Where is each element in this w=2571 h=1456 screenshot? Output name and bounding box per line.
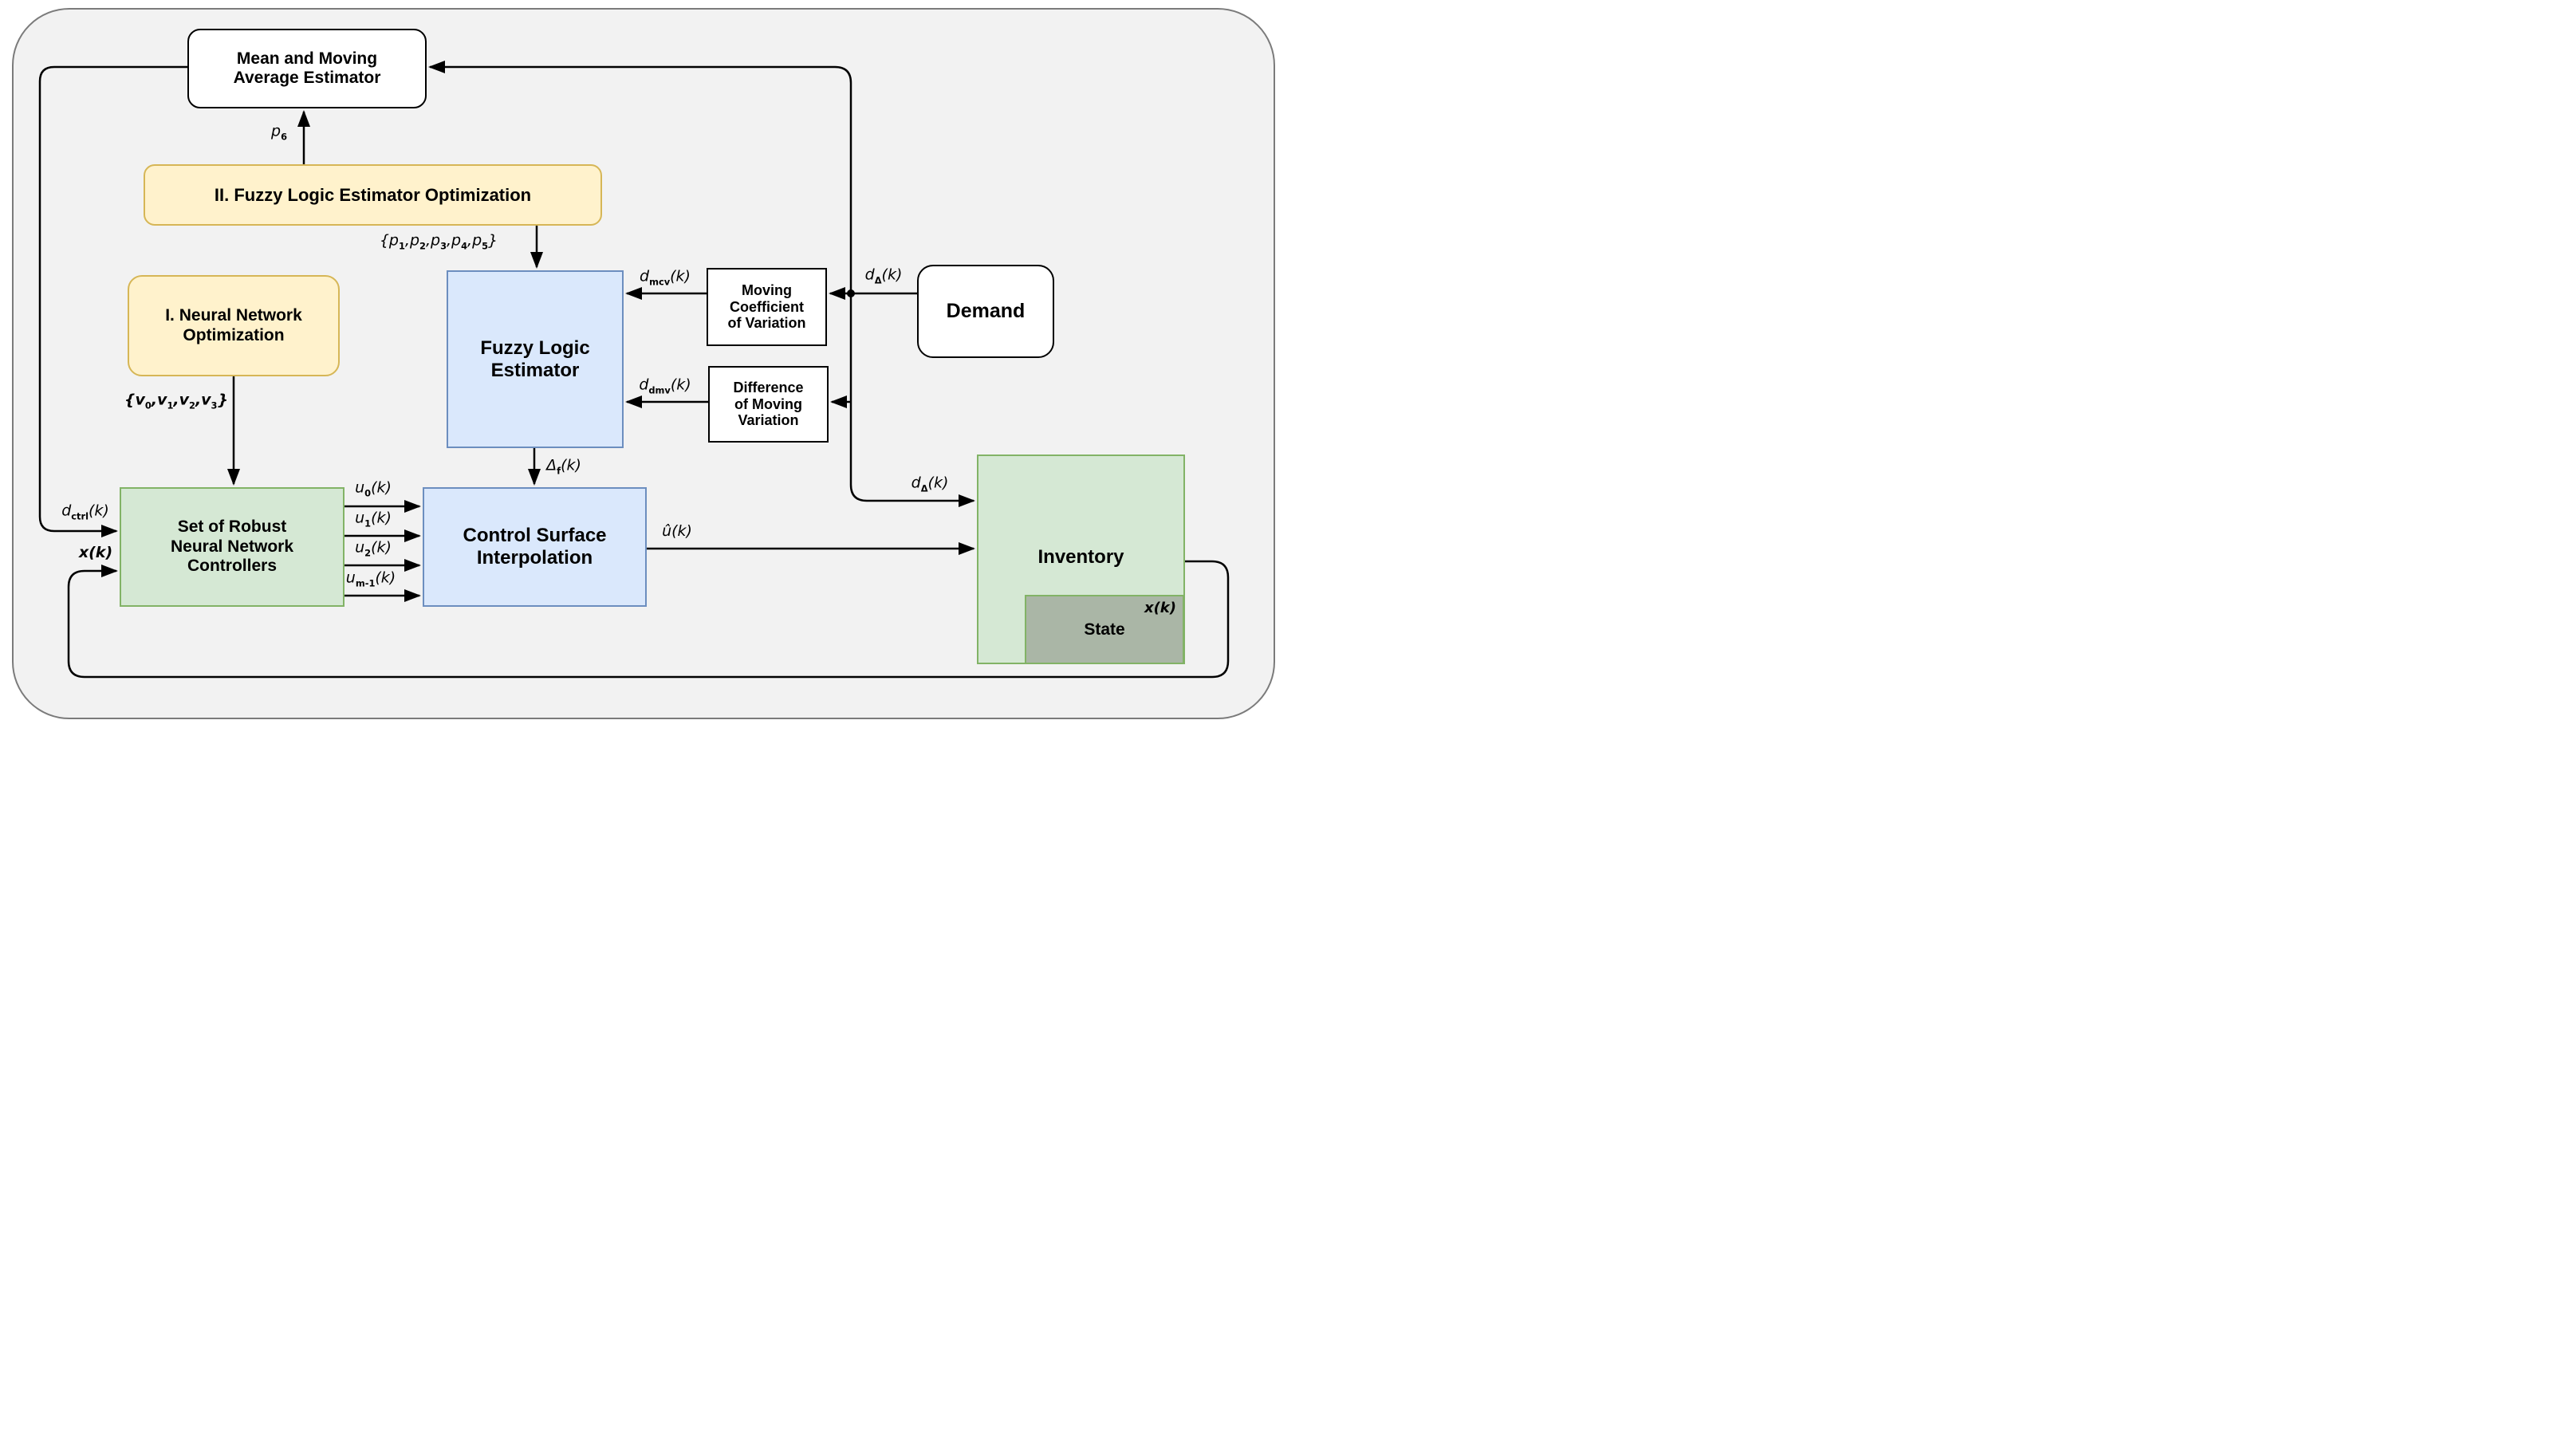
- block-label: II. Fuzzy Logic Estimator Optimization: [214, 184, 532, 205]
- block-state: State x(k): [1025, 595, 1184, 664]
- signal-p-set: {p1,p2,p3,p4,p5}: [379, 231, 498, 252]
- block-label: Neural Network: [170, 537, 294, 556]
- block-label: Inventory: [1037, 546, 1124, 568]
- signal-u0: u0(k): [355, 478, 392, 499]
- diagram-canvas: Mean and Moving Average Estimator II. Fu…: [0, 0, 1286, 728]
- block-moving-coefficient-of-variation: Moving Coefficient of Variation: [707, 268, 827, 346]
- block-inventory: Inventory State x(k): [977, 455, 1185, 664]
- signal-u1: u1(k): [355, 509, 392, 529]
- signal-delta-f: Δf(k): [546, 456, 581, 477]
- block-label: Variation: [738, 412, 799, 429]
- signal-v-set: {v0,v1,v2,v3}: [124, 391, 229, 411]
- signal-d-ctrl: dctrl(k): [61, 502, 109, 522]
- block-neural-network-optimization: I. Neural Network Optimization: [128, 275, 340, 376]
- signal-um1: um-1(k): [345, 569, 396, 589]
- block-label: Moving: [742, 281, 792, 298]
- block-label: Average Estimator: [233, 69, 381, 87]
- block-control-surface-interpolation: Control Surface Interpolation: [423, 487, 647, 607]
- block-set-of-robust-neural-network-controllers: Set of Robust Neural Network Controllers: [120, 487, 345, 607]
- signal-d-delta-bottom: dΔ(k): [911, 474, 949, 494]
- block-label: Difference: [733, 379, 804, 395]
- block-label: I. Neural Network: [165, 306, 302, 325]
- signal-u2: u2(k): [355, 538, 392, 559]
- block-label: Controllers: [187, 557, 277, 576]
- block-difference-of-moving-variation: Difference of Moving Variation: [708, 366, 829, 443]
- signal-d-delta-top: dΔ(k): [864, 266, 903, 286]
- state-label: State: [1084, 620, 1125, 639]
- block-label: Set of Robust: [177, 517, 287, 537]
- block-label: Coefficient: [729, 298, 804, 315]
- block-label: Interpolation: [476, 547, 593, 569]
- signal-x-k: x(k): [78, 544, 113, 561]
- block-demand: Demand: [917, 265, 1054, 358]
- block-label: of Moving: [734, 395, 802, 412]
- signal-d-mcv: dmcv(k): [640, 267, 691, 288]
- block-label: Estimator: [490, 359, 580, 381]
- block-label: of Variation: [727, 315, 806, 332]
- signal-d-dmv: ddmv(k): [639, 376, 691, 396]
- block-label: Control Surface: [463, 525, 607, 547]
- signal-u-hat: û(k): [662, 522, 692, 540]
- block-label: Demand: [946, 300, 1026, 322]
- block-fuzzy-logic-estimator: Fuzzy Logic Estimator: [447, 270, 624, 448]
- signal-x-state: x(k): [1144, 600, 1176, 616]
- block-mean-moving-average-estimator: Mean and Moving Average Estimator: [187, 29, 427, 108]
- block-label: Optimization: [183, 325, 285, 344]
- block-label: Mean and Moving: [236, 49, 378, 68]
- block-fuzzy-logic-estimator-optimization: II. Fuzzy Logic Estimator Optimization: [144, 164, 602, 226]
- signal-p6: p6: [271, 122, 287, 143]
- block-label: Fuzzy Logic: [480, 336, 590, 359]
